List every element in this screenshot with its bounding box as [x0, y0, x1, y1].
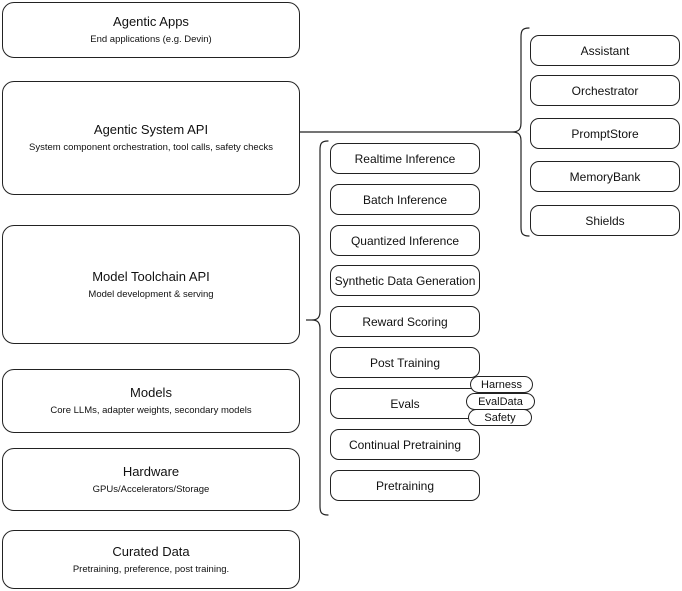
layer-subtitle: Model development & serving: [88, 288, 214, 300]
capability-reward-scoring[interactable]: Reward Scoring: [330, 306, 480, 337]
component-label: Assistant: [580, 43, 630, 58]
component-shields[interactable]: Shields: [530, 205, 680, 236]
capability-quantized-inference[interactable]: Quantized Inference: [330, 225, 480, 256]
capability-post-training[interactable]: Post Training: [330, 347, 480, 378]
component-memorybank[interactable]: MemoryBank: [530, 161, 680, 192]
connector-system-api-to-components: [300, 20, 530, 245]
evals-tag-label: Safety: [484, 411, 516, 424]
layer-title: Hardware: [122, 463, 180, 479]
component-label: Orchestrator: [571, 83, 639, 98]
layer-subtitle: End applications (e.g. Devin): [90, 34, 212, 45]
capability-label: Post Training: [369, 355, 441, 370]
capability-label: Quantized Inference: [350, 233, 460, 248]
component-label: Shields: [585, 213, 625, 228]
layer-title: Agentic System API: [93, 122, 209, 137]
evals-tag-label: Harness: [481, 378, 522, 391]
capability-synthetic-data-generation[interactable]: Synthetic Data Generation: [330, 265, 480, 296]
capability-pretraining[interactable]: Pretraining: [330, 470, 480, 501]
capability-label: Evals: [390, 396, 420, 411]
evals-tag-label: EvalData: [478, 395, 523, 408]
capability-batch-inference[interactable]: Batch Inference: [330, 184, 480, 215]
layer-models[interactable]: Models Core LLMs, adapter weights, secon…: [2, 369, 300, 433]
layer-title: Models: [130, 385, 172, 400]
layer-hardware[interactable]: Hardware GPUs/Accelerators/Storage: [2, 448, 300, 511]
capability-realtime-inference[interactable]: Realtime Inference: [330, 143, 480, 174]
layer-agentic-apps[interactable]: Agentic Apps End applications (e.g. Devi…: [2, 2, 300, 58]
layer-model-toolchain-api[interactable]: Model Toolchain API Model development & …: [2, 225, 300, 344]
layer-subtitle: GPUs/Accelerators/Storage: [92, 483, 210, 495]
component-orchestrator[interactable]: Orchestrator: [530, 75, 680, 106]
capability-label: Reward Scoring: [362, 314, 448, 329]
layer-subtitle: System component orchestration, tool cal…: [29, 142, 273, 153]
capability-label: Pretraining: [375, 478, 435, 493]
evals-tag-harness[interactable]: Harness: [470, 376, 533, 393]
evals-tag-safety[interactable]: Safety: [468, 409, 532, 426]
connector-toolchain-api-to-capabilities: [298, 135, 338, 525]
layer-title: Model Toolchain API: [92, 268, 210, 284]
capability-label: Batch Inference: [362, 192, 448, 207]
layer-agentic-system-api[interactable]: Agentic System API System component orch…: [2, 81, 300, 195]
capability-evals[interactable]: Evals: [330, 388, 480, 419]
component-label: MemoryBank: [569, 169, 641, 184]
evals-tag-evaldata[interactable]: EvalData: [466, 393, 535, 410]
layer-title: Agentic Apps: [113, 14, 189, 29]
component-label: PromptStore: [571, 126, 639, 141]
layer-curated-data[interactable]: Curated Data Pretraining, preference, po…: [2, 530, 300, 589]
capability-label: Realtime Inference: [354, 151, 456, 166]
layer-subtitle: Core LLMs, adapter weights, secondary mo…: [50, 405, 252, 416]
component-assistant[interactable]: Assistant: [530, 35, 680, 66]
capability-continual-pretraining[interactable]: Continual Pretraining: [330, 429, 480, 460]
layer-subtitle: Pretraining, preference, post training.: [72, 563, 230, 575]
capability-label: Synthetic Data Generation: [334, 273, 476, 288]
capability-label: Continual Pretraining: [348, 437, 462, 452]
layer-title: Curated Data: [112, 543, 190, 559]
component-promptstore[interactable]: PromptStore: [530, 118, 680, 149]
